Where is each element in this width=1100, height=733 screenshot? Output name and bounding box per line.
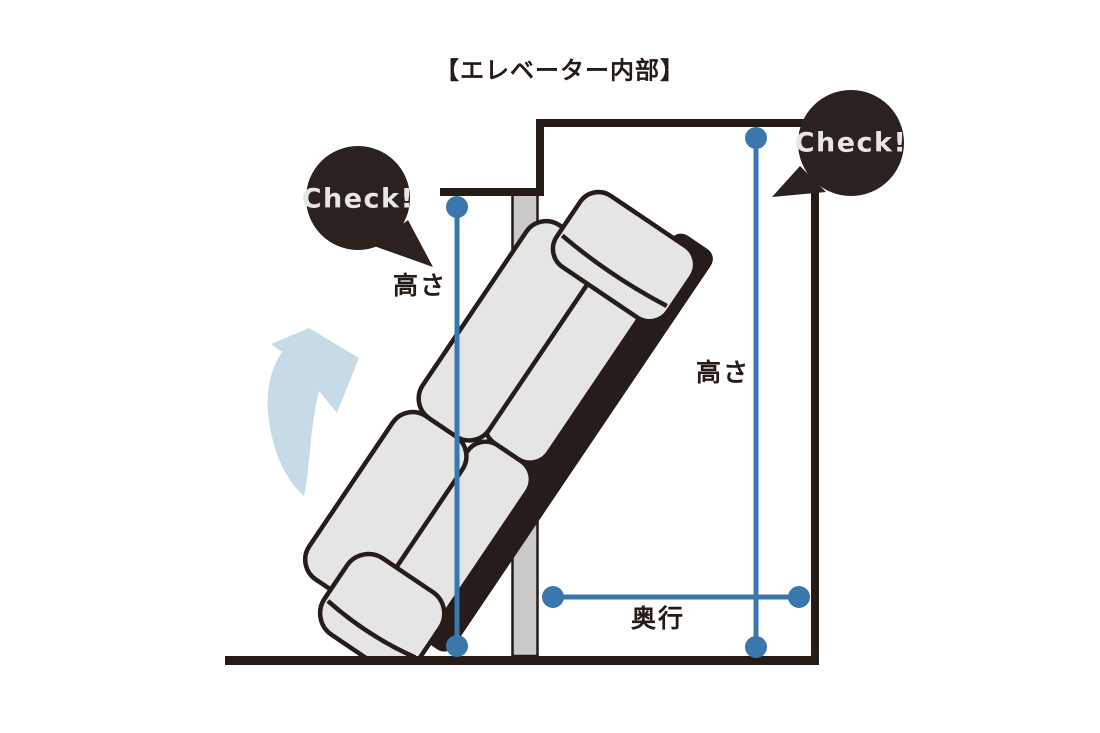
measure-dot xyxy=(745,127,767,149)
doorway-ledge xyxy=(440,188,544,196)
sofa-armrest-top-seam xyxy=(560,233,668,308)
check-badge-right-tail xyxy=(772,166,826,197)
measure-dot xyxy=(745,636,767,658)
rotate-arrow-icon xyxy=(267,328,359,496)
check-badge-right-circle xyxy=(798,90,904,196)
measure-dot xyxy=(446,196,468,218)
diagram-title: 【エレベーター内部】 xyxy=(435,56,685,85)
measure-dot xyxy=(446,635,468,657)
depth-label: 奥行 xyxy=(630,604,686,633)
sofa-armrest-bottom-seam xyxy=(326,599,417,656)
check-badge-left-label: Check! xyxy=(301,183,415,215)
height-label-right: 高さ xyxy=(695,358,751,387)
elevator-floor xyxy=(225,656,819,665)
sofa-armrest-bottom xyxy=(317,551,447,656)
check-badge-left-tail xyxy=(374,220,433,267)
check-badge-right-label: Check! xyxy=(794,127,908,159)
measure-dot xyxy=(788,586,810,608)
height-label-left: 高さ xyxy=(392,271,448,300)
sofa-armrest-top xyxy=(550,189,698,324)
elevator-ceiling xyxy=(536,119,819,127)
elevator-right-wall xyxy=(811,119,819,665)
measure-dot xyxy=(542,586,564,608)
ceiling-drop-wall xyxy=(536,119,544,196)
sofa xyxy=(302,189,713,656)
check-badge-left-circle xyxy=(306,146,410,250)
